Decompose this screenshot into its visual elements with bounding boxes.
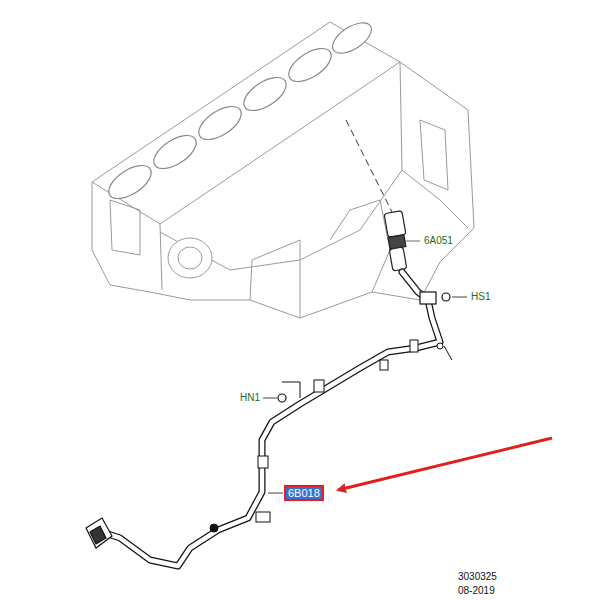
leader-line bbox=[268, 493, 283, 494]
part-number: 6A051 bbox=[424, 235, 453, 247]
date-code: 08-2019 bbox=[458, 585, 495, 597]
fastener-code: HS1 bbox=[471, 291, 490, 303]
hn1-nut bbox=[263, 394, 286, 402]
cable-clips bbox=[210, 340, 452, 532]
fastener-code: HN1 bbox=[240, 392, 260, 404]
cylinder-bores bbox=[103, 17, 376, 205]
heater-cable bbox=[102, 272, 440, 566]
install-axis bbox=[346, 120, 392, 212]
part-number: 6B018 bbox=[288, 487, 320, 499]
leader-line bbox=[405, 241, 420, 242]
block-heater bbox=[384, 211, 420, 271]
cable-plug bbox=[86, 518, 112, 548]
pointer-arrow bbox=[338, 438, 552, 490]
illustration-number: 3030325 bbox=[458, 571, 497, 583]
highlighted-part-box: 6B018 bbox=[284, 485, 324, 501]
engine-block bbox=[92, 22, 474, 318]
hs1-bolt bbox=[420, 292, 467, 304]
